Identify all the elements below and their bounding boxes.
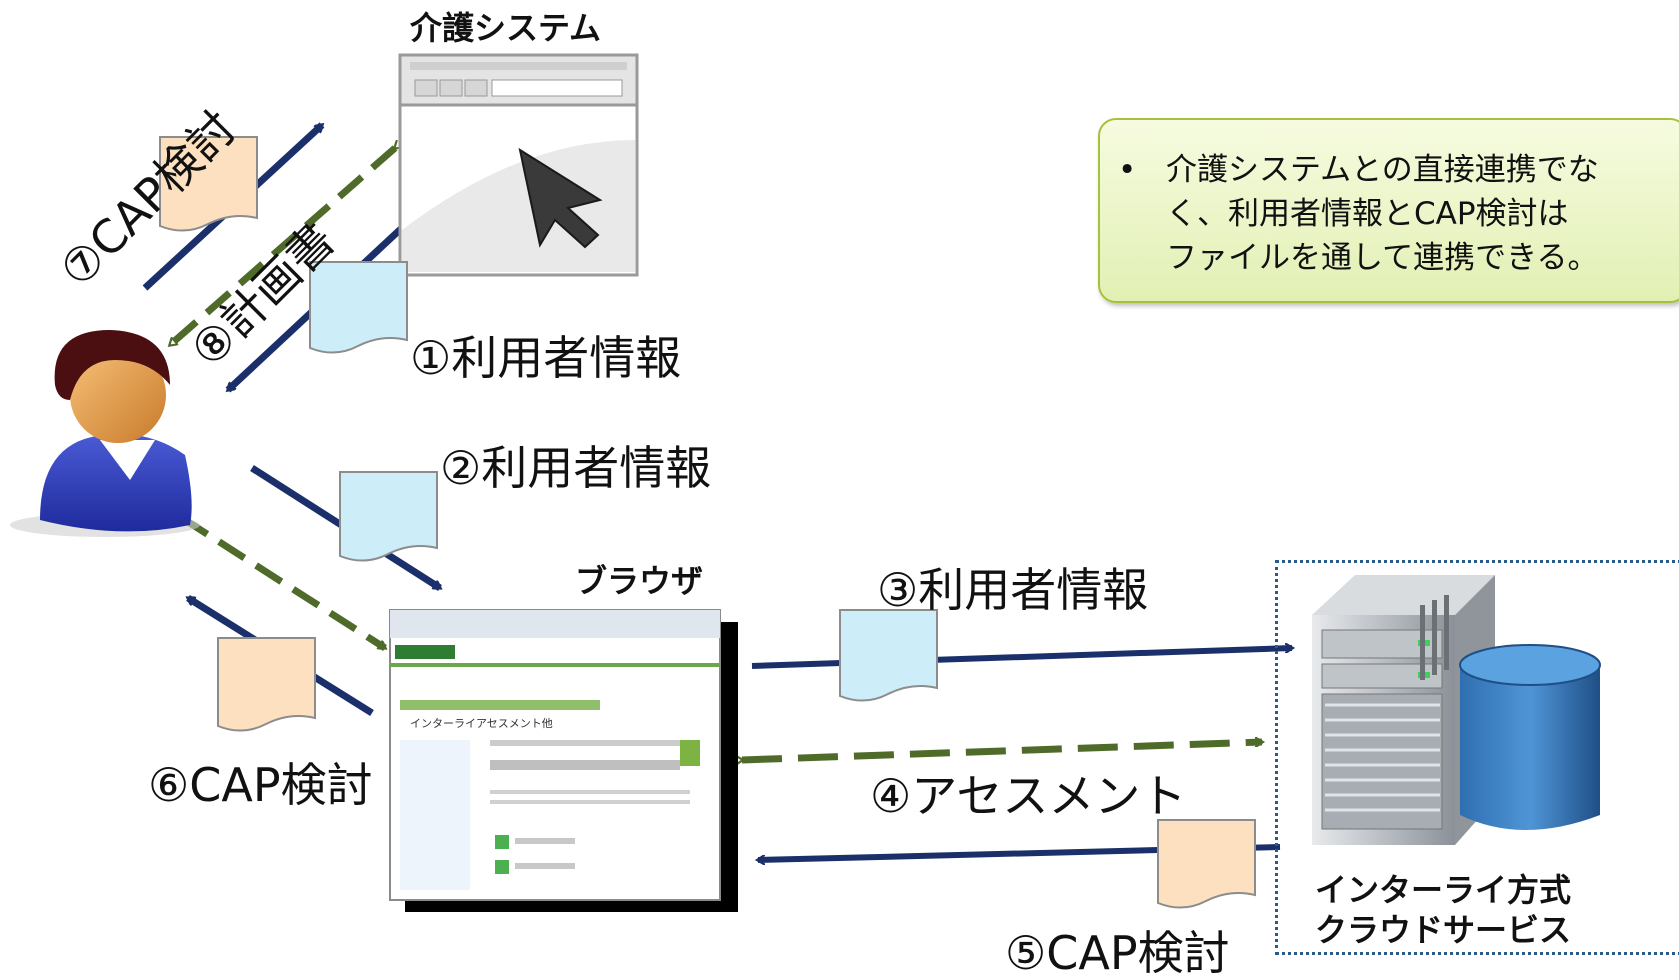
note-callout: • 介護システムとの直接連携でな く、利用者情報とCAP検討は ファイルを通して… — [1098, 118, 1679, 303]
arrow-8-plan-dashed — [170, 148, 395, 348]
doc-icon-7-cap — [159, 136, 258, 232]
arrow-3-user-info-to-cloud — [751, 648, 1292, 669]
cloud-service-boundary — [1275, 560, 1679, 955]
step-5-label: ⑤CAP検討 — [1005, 926, 1230, 980]
step-4-label: ④アセスメント — [870, 769, 1187, 823]
step-6-label: ⑥CAP検討 — [148, 758, 373, 812]
doc-icon-2-user-info — [339, 471, 438, 562]
note-text: 介護システムとの直接連携でな く、利用者情報とCAP検討は ファイルを通して連携… — [1166, 152, 1599, 276]
browser-screenshot: インターライアセスメント他 — [389, 609, 738, 912]
step-2-label: ②利用者情報 — [440, 441, 712, 495]
server-icon — [1312, 575, 1495, 845]
user-avatar-icon — [10, 330, 200, 537]
note-bullet: • — [1118, 152, 1137, 188]
arrow-4-assessment-dashed — [742, 742, 1262, 760]
step-1-label: ①利用者情報 — [410, 331, 682, 385]
cloud-service-title: インターライ方式 クラウドサービス — [1315, 871, 1572, 949]
step-3-label: ③利用者情報 — [877, 563, 1149, 617]
arrow-user-browser-dashed — [182, 518, 385, 651]
doc-icon-6-cap — [217, 637, 316, 732]
browser-title: ブラウザ — [575, 562, 704, 600]
care-system-title: 介護システム — [410, 9, 602, 47]
database-cylinder-icon — [1459, 644, 1601, 830]
doc-icon-5-cap — [1157, 819, 1256, 909]
doc-icon-3-user-info — [839, 609, 938, 702]
care-system-window-icon — [398, 53, 639, 277]
doc-icon-1-user-info — [309, 261, 408, 354]
browser-screenshot-heading: インターライアセスメント他 — [410, 717, 553, 730]
